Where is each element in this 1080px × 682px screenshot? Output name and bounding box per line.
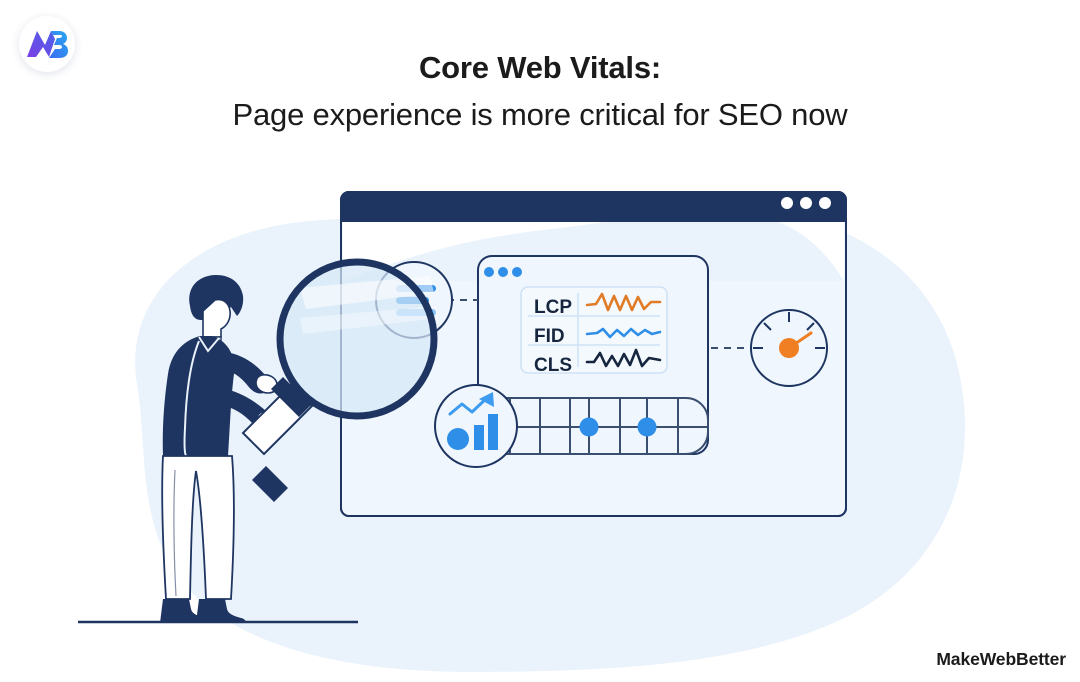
magnifier-handle bbox=[241, 377, 314, 502]
browser-titlebar-dots bbox=[781, 197, 831, 209]
speedometer-icon bbox=[750, 309, 828, 387]
metric-waveform-lcp bbox=[585, 292, 662, 312]
person-hair bbox=[189, 275, 244, 320]
grid-table bbox=[477, 397, 709, 455]
person-face bbox=[202, 298, 231, 338]
growth-chart-icon bbox=[434, 384, 518, 468]
browser-titlebar bbox=[340, 191, 847, 222]
person-shoe-right bbox=[196, 599, 246, 623]
grid-marker bbox=[637, 417, 657, 437]
browser-blob-overlay bbox=[343, 209, 844, 281]
person-collar-v bbox=[198, 336, 220, 353]
metric-waveform-cls bbox=[585, 348, 662, 368]
person-pants bbox=[161, 455, 235, 600]
person-with-magnifying-glass bbox=[160, 258, 439, 623]
page-title: Core Web Vitals: Page experience is more… bbox=[0, 48, 1080, 136]
metric-waveform-fid bbox=[585, 327, 662, 339]
metrics-panel: LCP FID CLS bbox=[520, 286, 668, 376]
grid-marker bbox=[579, 417, 599, 437]
dashboard-card-dots bbox=[484, 267, 522, 277]
metric-label-cls: CLS bbox=[534, 355, 572, 376]
metric-label-lcp: LCP bbox=[534, 297, 572, 318]
person-pants-crease bbox=[173, 469, 177, 597]
person-torso bbox=[162, 336, 235, 456]
brand-footer-text: MakeWebBetter bbox=[936, 649, 1066, 669]
makewebbetter-logo-icon bbox=[27, 31, 68, 58]
metric-label-fid: FID bbox=[534, 326, 565, 347]
makewebbetter-logo[interactable] bbox=[19, 16, 75, 72]
person-jacket-seam bbox=[183, 340, 200, 457]
page-title-line2: Page experience is more critical for SEO… bbox=[232, 97, 848, 133]
page-title-line1: Core Web Vitals: bbox=[419, 50, 661, 85]
magnifier-lens bbox=[276, 258, 439, 420]
